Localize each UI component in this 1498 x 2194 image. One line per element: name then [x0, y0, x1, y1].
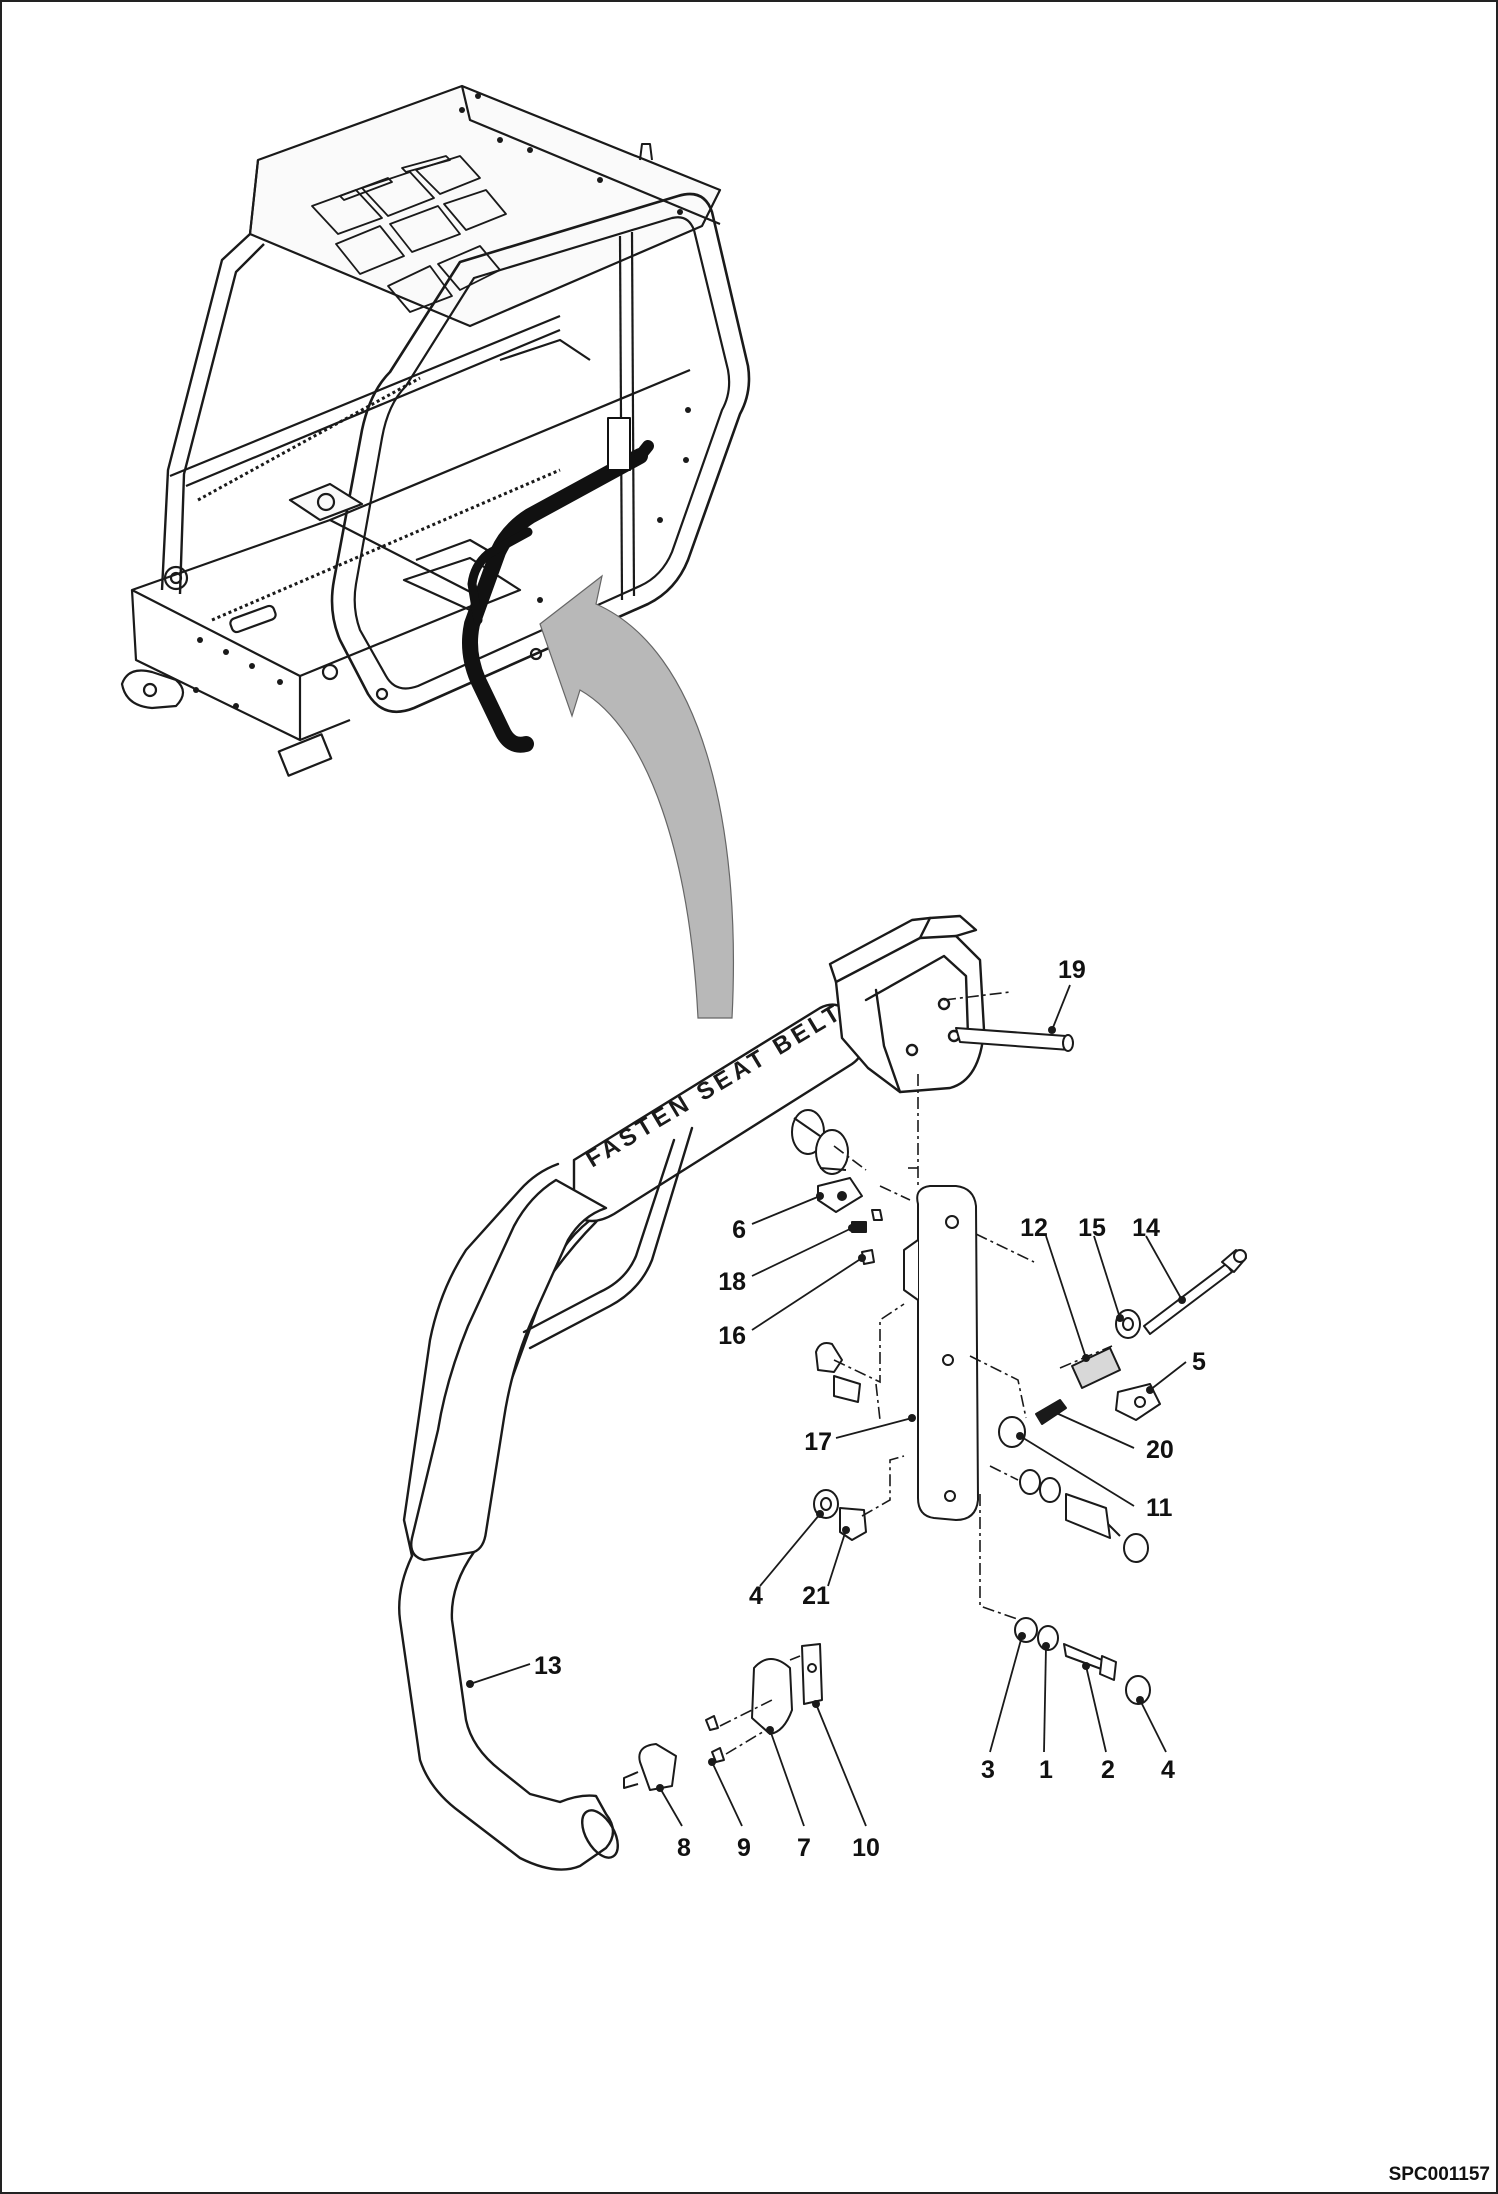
callout-7: 7	[797, 1834, 811, 1862]
callout-11: 11	[1146, 1494, 1173, 1522]
callout-15: 15	[1078, 1214, 1106, 1242]
callout-14: 14	[1132, 1214, 1160, 1242]
callout-3: 3	[981, 1756, 995, 1784]
callout-16: 16	[718, 1322, 746, 1350]
part-callouts: 19 6 18 16 12 15 14 5 17 20 11 4 21 13 3…	[534, 956, 1206, 1862]
callout-2: 2	[1101, 1756, 1115, 1784]
callout-20: 20	[1146, 1436, 1174, 1464]
callout-18: 18	[718, 1268, 746, 1296]
callout-12: 12	[1020, 1214, 1048, 1242]
callout-13: 13	[534, 1652, 562, 1680]
callout-8: 8	[677, 1834, 691, 1862]
callout-17: 17	[804, 1428, 832, 1456]
leader-dots	[466, 1026, 1186, 1792]
callout-4a: 4	[749, 1582, 763, 1610]
bushing	[791, 1109, 849, 1175]
rops-cab-frame	[120, 84, 751, 777]
seat-bar-installed-location	[462, 417, 654, 753]
leader-lines	[469, 984, 1187, 1827]
installation-arrow	[539, 574, 735, 1019]
part-17-bracket-plate	[903, 1185, 979, 1521]
callout-1: 1	[1039, 1756, 1053, 1784]
callout-5: 5	[1192, 1348, 1206, 1376]
callout-21: 21	[802, 1582, 830, 1610]
drawing-number: SPC001157	[1389, 2164, 1490, 2185]
callout-6: 6	[732, 1216, 746, 1244]
frame-bolt-holes	[193, 93, 691, 709]
callout-9: 9	[737, 1834, 751, 1862]
callout-19: 19	[1058, 956, 1086, 984]
callout-10: 10	[852, 1834, 880, 1862]
part-19-pin	[955, 1027, 1074, 1052]
callout-4b: 4	[1161, 1756, 1175, 1784]
parts-hardware	[623, 1027, 1247, 1791]
seat-bar-assembly	[398, 914, 986, 1871]
